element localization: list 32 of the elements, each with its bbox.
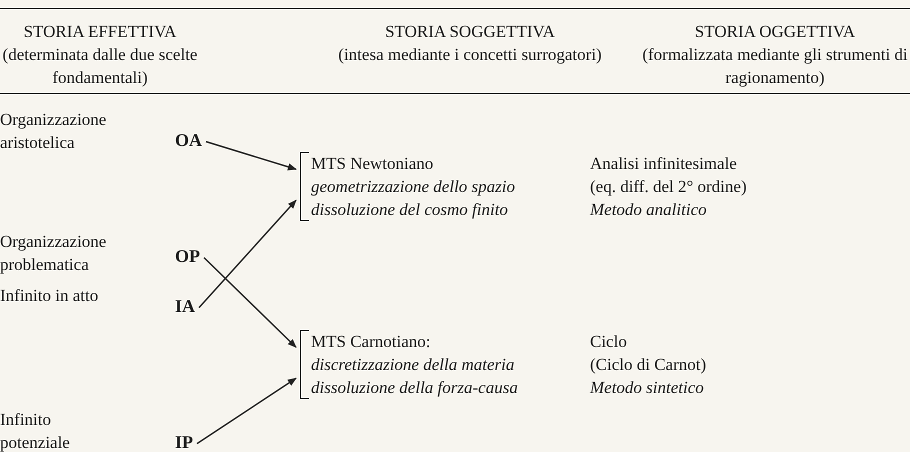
row-text: Infinito potenziale: [0, 409, 71, 452]
code-label: OA: [175, 129, 202, 152]
model-name: MTS Carnotiano:: [311, 331, 432, 353]
column-subheading: (intesa mediante i concetti surrogatori): [337, 44, 603, 66]
row-text: Metodo sintetico: [590, 377, 705, 399]
row-text: Metodo analitico: [590, 199, 708, 221]
concept-text: dissoluzione del cosmo finito: [311, 199, 509, 221]
code-label: IA: [175, 295, 196, 318]
row-text: Organizzazione aristotelica: [0, 109, 108, 154]
model-name: MTS Newtoniano: [311, 153, 434, 175]
row-text: Ciclo: [590, 331, 628, 353]
bracket-group: [300, 152, 515, 221]
row-text: Organizzazione problematica: [0, 231, 108, 276]
column-subheading: (determinata dalle due scelte fondamentali): [2, 44, 198, 89]
row-text: Infinito in atto: [0, 285, 100, 307]
arrow: [196, 378, 297, 444]
arrow: [203, 257, 297, 348]
column-heading: STORIA SOGGETTIVA: [384, 21, 556, 43]
arrow: [198, 200, 297, 308]
arrow: [206, 140, 297, 170]
column-subheading: (formalizzata mediante gli strumenti di ragionamento): [641, 44, 909, 89]
concept-text: discretizzazione della materia: [311, 354, 516, 376]
row-text: (Ciclo di Carnot): [590, 354, 708, 376]
row-text: (eq. diff. del 2° ordine): [590, 176, 748, 198]
column-heading: STORIA EFFETTIVA: [22, 21, 178, 43]
column-heading: STORIA OGGETTIVA: [694, 21, 856, 43]
code-label: IP: [175, 431, 193, 452]
concept-text: dissoluzione della forza-causa: [311, 377, 518, 399]
row-text: Analisi infinitesimale: [590, 153, 738, 175]
code-label: OP: [175, 245, 200, 268]
concept-text: geometrizzazione dello spazio: [311, 176, 515, 198]
bracket-group: [300, 330, 518, 399]
